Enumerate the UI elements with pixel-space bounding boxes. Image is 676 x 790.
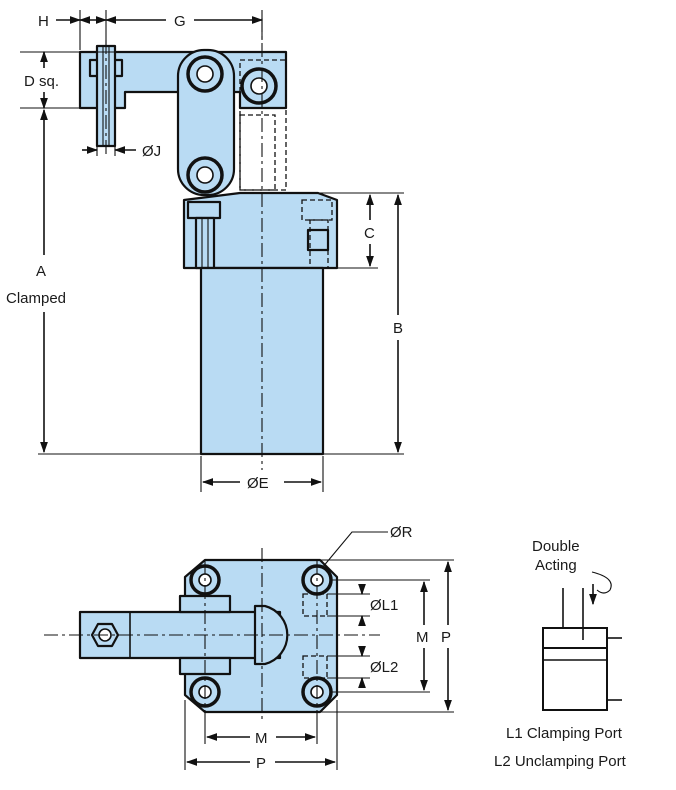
label-R: ØR bbox=[390, 524, 413, 541]
double-acting-schematic: Double Acting L1 Clamping Port L2 Unclam… bbox=[494, 538, 627, 770]
flange-head bbox=[182, 191, 339, 270]
legend-L1: L1 Clamping Port bbox=[506, 725, 623, 742]
label-P-right: P bbox=[441, 629, 451, 646]
lower-pin bbox=[186, 156, 224, 194]
legend-L2: L2 Unclamping Port bbox=[494, 753, 627, 770]
label-P-bottom: P bbox=[256, 755, 266, 772]
label-L2: ØL2 bbox=[370, 659, 398, 676]
label-J: ØJ bbox=[142, 143, 161, 160]
schematic-title-2: Acting bbox=[535, 557, 577, 574]
label-B: B bbox=[393, 320, 403, 337]
label-L1: ØL1 bbox=[370, 597, 398, 614]
label-H: H bbox=[38, 13, 49, 30]
top-right-pin bbox=[240, 67, 278, 105]
schematic-title-1: Double bbox=[532, 538, 580, 555]
label-C: C bbox=[364, 225, 375, 242]
front-view: H G D sq. ØJ A Clamped C B bbox=[6, 10, 404, 492]
label-D: D sq. bbox=[24, 73, 59, 90]
label-E: ØE bbox=[247, 475, 269, 492]
top-view: ØR ØL1 ØL2 M P M P bbox=[44, 524, 454, 772]
label-G: G bbox=[174, 13, 186, 30]
schematic-piston bbox=[542, 627, 608, 649]
label-A: A bbox=[36, 263, 46, 280]
label-A-clamped: Clamped bbox=[6, 290, 66, 307]
upper-pin bbox=[186, 55, 224, 93]
label-M-bottom: M bbox=[255, 730, 268, 747]
label-M-right: M bbox=[416, 629, 429, 646]
schematic-cylinder bbox=[542, 647, 608, 711]
